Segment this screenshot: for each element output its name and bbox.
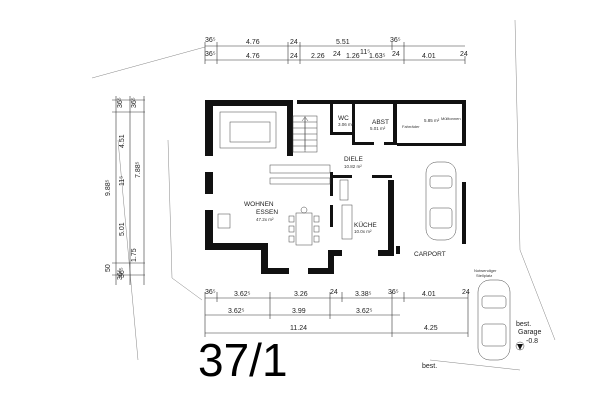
exterior-walls (205, 100, 466, 274)
dim-left-inner-0: 36⁵ (131, 97, 138, 108)
dim-top2-5: 1.26 (346, 53, 360, 60)
dim-left-inner-2: 11⁵ (119, 176, 126, 186)
room-wc-area: 3.06 m² (338, 122, 354, 127)
bottom-dimension-chain: 36⁵ 3.62⁵ 3.26 24 3.38⁵ 36⁵ 4.01 24 3.62… (204, 289, 470, 337)
dim-bottom1-6: 4.01 (422, 291, 436, 298)
label-stellplatz1: Notwendiger (474, 268, 497, 273)
dim-bottom3-1: 4.25 (424, 325, 438, 332)
sofa (219, 111, 277, 149)
dim-bottom1-2: 3.26 (294, 291, 308, 298)
label-stellplatz2: Stellplatz (476, 273, 492, 278)
dim-bottom1-7: 24 (462, 289, 470, 296)
garage-car (477, 279, 511, 361)
room-abst-area: 5.01 m² (370, 126, 386, 131)
dim-left-inner-4: 1.75 (131, 248, 138, 262)
property-boundary (91, 19, 556, 371)
label-best2: Garage (518, 329, 541, 336)
dim-top2-4: 24 (333, 51, 341, 58)
room-labels: WC 3.06 m² ABST 5.01 m² 5.85 m² Fahrräde… (244, 115, 461, 258)
dining-table (288, 206, 320, 246)
label-best1: best. (516, 321, 531, 328)
dim-left-inner-5: 36⁵ (119, 267, 126, 278)
dim-bottom1-0: 36⁵ (205, 289, 216, 296)
left-dimension-chain: 50 36⁵ 9.88⁵ 36⁵ 36⁵ 4.51 11⁵ 5.01 1.75 … (105, 96, 145, 285)
dim-top2-9: 4.01 (422, 53, 436, 60)
room-diele-area: 10.82 m² (344, 164, 362, 169)
dim-top2-3: 2.26 (311, 53, 325, 60)
dim-bottom2-0: 3.62⁵ (228, 308, 245, 315)
room-wc-label: WC (338, 115, 349, 122)
lot-number: 37/1 (198, 334, 288, 386)
dim-top2-10: 24 (460, 51, 468, 58)
dim-top2-0: 36⁵ (205, 51, 216, 58)
dim-bottom3-0: 11.24 (290, 325, 307, 332)
dim-top2-8: 24 (392, 51, 400, 58)
dim-bottom1-1: 3.62⁵ (234, 291, 251, 298)
dim-left-mid-0: 7.88⁵ (135, 161, 142, 178)
dim-top1-4: 36⁵ (390, 37, 401, 44)
dim-top1-0: 36⁵ (205, 37, 216, 44)
carport-car (425, 161, 457, 241)
carport-posts (396, 182, 466, 254)
dim-bottom1-4: 3.38⁵ (355, 291, 372, 298)
dim-left-outer-2: 9.88⁵ (105, 179, 112, 196)
dim-left-inner-3: 5.01 (119, 222, 126, 236)
dim-left-outer-0: 50 (105, 264, 112, 272)
dim-top2-7: 1.63⁵ (369, 53, 386, 60)
dim-left-outer-3: 36⁵ (117, 269, 124, 280)
top-dimension-chain: 36⁵ 4.76 24 5.51 36⁵ 36⁵ 4.76 24 2.26 24… (204, 37, 468, 64)
dim-bottom2-1: 3.99 (292, 308, 306, 315)
dim-bottom2-2: 3.62⁵ (356, 308, 373, 315)
dim-top1-2: 24 (290, 39, 298, 46)
label-best3: best. (422, 363, 437, 370)
dim-top1-3: 5.51 (336, 39, 350, 46)
label-level: -0.8 (526, 338, 538, 345)
room-kueche-area: 10.0x m² (354, 229, 372, 234)
room-wohnen-label: WOHNEN (244, 201, 274, 208)
room-diele-label: DIELE (344, 156, 363, 163)
dim-top2-6: 11⁵ (360, 49, 370, 56)
dim-top2-1: 4.76 (246, 53, 260, 60)
dim-top1-1: 4.76 (246, 39, 260, 46)
interior-walls (330, 100, 463, 227)
room-kueche-label: KÜCHE (354, 221, 377, 229)
annotations: Notwendiger Stellplatz best. Garage -0.8… (422, 268, 541, 370)
room-essen-label: ESSEN (256, 209, 278, 216)
dim-left-inner-1: 4.51 (119, 134, 126, 148)
dim-bottom1-3: 24 (330, 289, 338, 296)
room-carport-label: CARPORT (414, 251, 446, 258)
dim-top2-2: 24 (290, 53, 298, 60)
room-right-area: 5.85 m² (424, 118, 440, 123)
staircase (292, 115, 318, 153)
dim-left-outer-1: 36⁵ (117, 97, 124, 108)
label-treppe: Fahrräder (402, 124, 420, 129)
label-muell: Mülltonnen (441, 116, 461, 121)
room-wohnen-area: 47.2x m² (256, 217, 274, 222)
room-abst-label: ABST (372, 119, 389, 126)
kitchen-counter (269, 164, 353, 240)
dim-bottom1-5: 36⁵ (388, 289, 399, 296)
armchair (217, 213, 231, 229)
